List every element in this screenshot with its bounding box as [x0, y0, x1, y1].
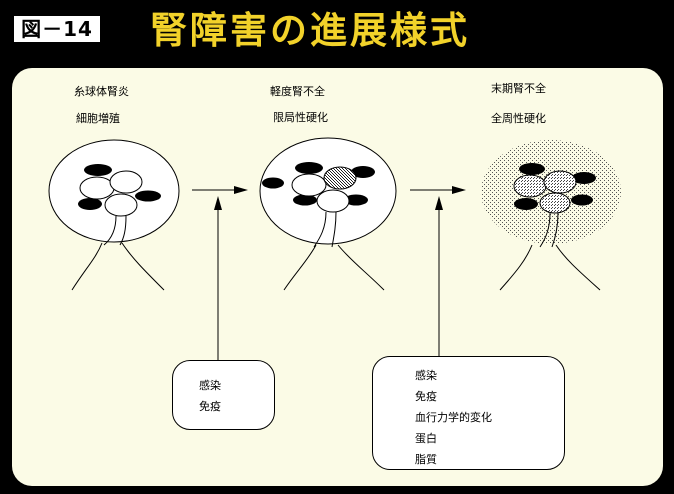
- factor-box-2-item: 血行力学的変化: [415, 411, 492, 424]
- page-title: 腎障害の進展様式: [150, 9, 470, 52]
- stage-3-detail: 全周性硬化: [491, 112, 546, 125]
- glomerulus-stage-1: [48, 139, 180, 291]
- progression-arrow-1: [192, 186, 248, 194]
- stage-3-name: 末期腎不全: [491, 82, 546, 95]
- factor-box-1-item: 感染: [199, 379, 221, 392]
- glomerulus-stage-3: [481, 140, 621, 291]
- stage-1-detail: 細胞増殖: [76, 112, 120, 125]
- factor-box-1: 感染 免疫: [172, 360, 275, 430]
- factor-box-2: 感染 免疫 血行力学的変化 蛋白 脂質: [372, 356, 565, 470]
- figure-number-badge: 図－14: [14, 16, 100, 42]
- glomerulus-stage-2: [259, 137, 397, 291]
- progression-arrow-2: [410, 186, 466, 194]
- factor-box-2-item: 蛋白: [415, 432, 437, 445]
- factor-box-2-item: 脂質: [415, 453, 437, 466]
- factor-arrow-1: [214, 196, 222, 360]
- stage-2-name: 軽度腎不全: [270, 85, 325, 98]
- factor-arrow-2: [435, 196, 443, 356]
- factor-box-2-item: 感染: [415, 369, 437, 382]
- factor-box-1-item: 免疫: [199, 400, 221, 413]
- stage-1-name: 糸球体腎炎: [74, 85, 129, 98]
- factor-box-2-item: 免疫: [415, 390, 437, 403]
- stage-2-detail: 限局性硬化: [273, 111, 328, 124]
